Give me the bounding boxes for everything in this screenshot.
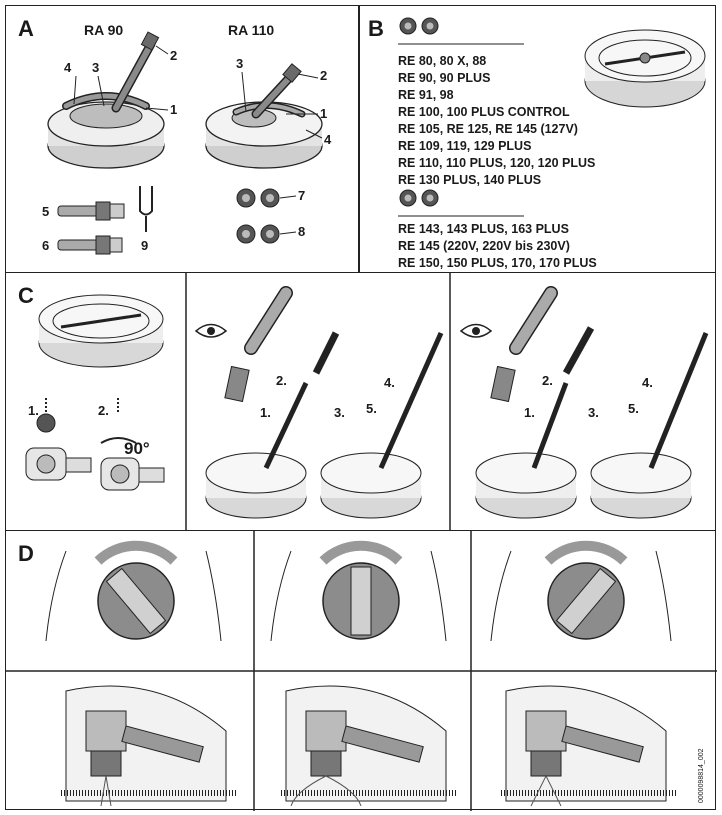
step-2-label: 2.	[98, 403, 109, 418]
step-label: 3.	[334, 405, 345, 420]
model-line: RE 130 PLUS, 140 PLUS	[398, 173, 542, 187]
model-line: RE 105, RE 125, RE 145 (127V)	[398, 122, 578, 136]
nozzle-and-cleaner-illustration-b	[398, 17, 706, 217]
callout-1-left: 1	[170, 102, 178, 117]
callout-6: 6	[42, 238, 50, 253]
callout-2-left: 2	[170, 48, 178, 63]
model-line: RE 90, 90 PLUS	[398, 71, 491, 85]
callout-5: 5	[42, 204, 50, 219]
step-label: 1.	[260, 405, 271, 420]
step-label: 4.	[384, 375, 395, 390]
callout-7: 7	[298, 188, 306, 203]
rotation-angle-label: 90°	[124, 439, 150, 458]
model-line: RE 80, 80 X, 88	[398, 54, 487, 68]
callout-4-left: 4	[64, 60, 72, 75]
model-line: RE 150, 150 PLUS, 170, 170 PLUS	[398, 256, 597, 270]
step-label: 2.	[276, 373, 287, 388]
model-line: RE 110, 110 PLUS, 120, 120 PLUS	[398, 156, 596, 170]
step-label: 2.	[542, 373, 553, 388]
spray-view	[61, 685, 236, 807]
callout-3-left: 3	[92, 60, 100, 75]
model-line: RE 109, 119, 129 PLUS	[398, 139, 532, 153]
panel-b: B RE 80, 80 X, 88 RE 90, 90 PLUS RE 91, …	[359, 5, 716, 273]
step-label: 3.	[588, 405, 599, 420]
callout-3-right: 3	[236, 56, 244, 71]
callout-2-right: 2	[320, 68, 328, 83]
step-label: 5.	[628, 401, 639, 416]
step-label: 4.	[642, 375, 653, 390]
assembly-illustration-c	[25, 273, 709, 532]
section-letter-b: B	[368, 16, 384, 41]
model-label-ra90: RA 90	[84, 22, 124, 38]
callout-8: 8	[298, 224, 306, 239]
surface-cleaner-illustration-a	[47, 31, 323, 255]
section-letter-a: A	[18, 16, 34, 41]
document-id: 0000098814_002	[698, 748, 705, 803]
callout-1-right: 1	[320, 106, 328, 121]
section-letter-c: C	[18, 283, 34, 308]
model-line: RE 100, 100 PLUS CONTROL	[398, 105, 570, 119]
callout-9: 9	[141, 238, 149, 253]
model-label-ra110: RA 110	[228, 22, 275, 38]
panel-d: D	[5, 530, 717, 811]
step-label: 5.	[366, 401, 377, 416]
callout-4-right: 4	[324, 132, 332, 147]
step-1-label: 1.	[28, 403, 39, 418]
step-label: 1.	[524, 405, 535, 420]
nozzle-adjustment-illustration-d	[6, 531, 717, 811]
panel-a: A RA 90 RA 110	[5, 5, 359, 273]
model-line: RE 145 (220V, 220V bis 230V)	[398, 239, 570, 253]
section-letter-d: D	[18, 541, 34, 566]
model-line: RE 91, 98	[398, 88, 454, 102]
model-line: RE 143, 143 PLUS, 163 PLUS	[398, 222, 569, 236]
panel-c: C	[5, 272, 716, 532]
